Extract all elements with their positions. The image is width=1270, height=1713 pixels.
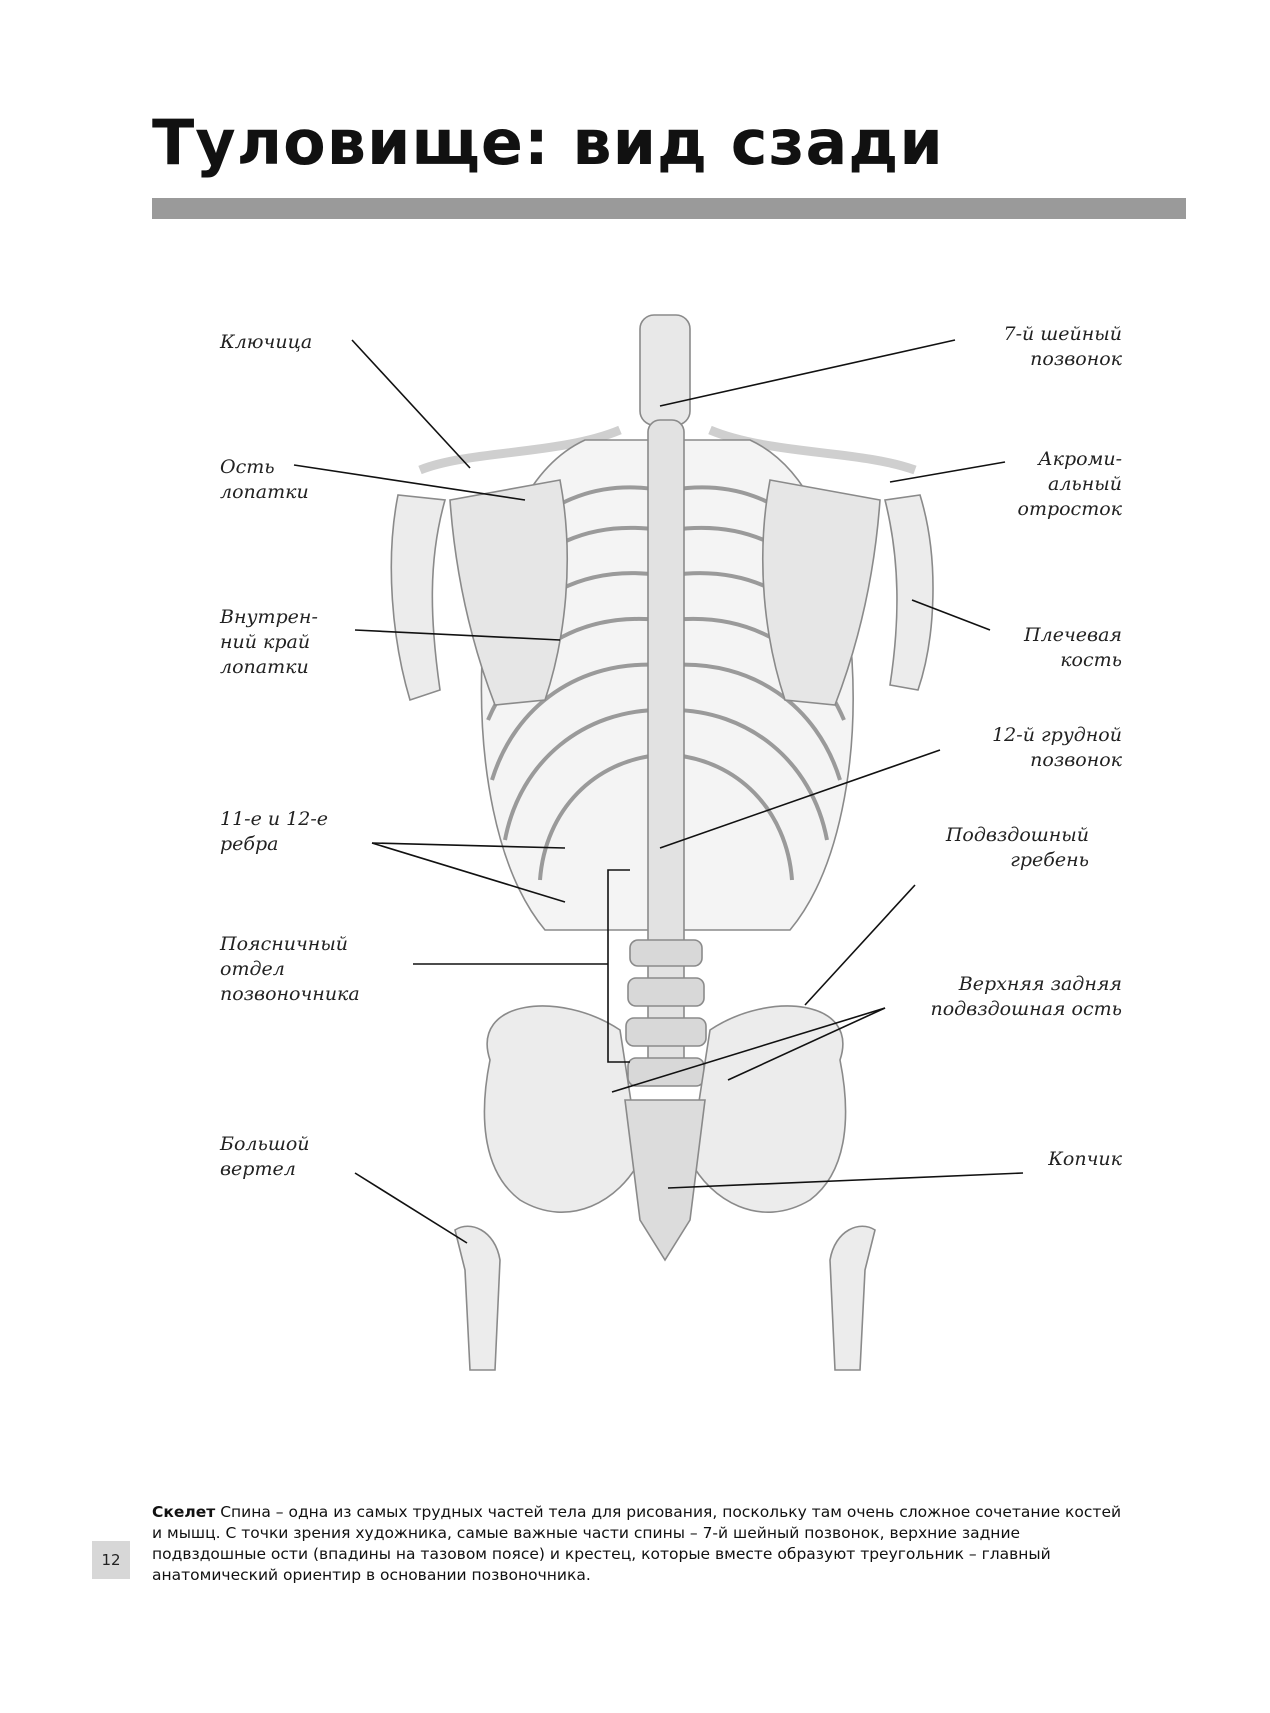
label-psis: Верхняя задняя подвздошная ость (930, 973, 1122, 1020)
label-t12-vertebra: 12-й грудной позвонок (992, 724, 1122, 771)
label-ribs-11-12: 11-е и 12-е ребра (220, 808, 328, 855)
label-c7-vertebra: 7-й шейный позвонок (1003, 323, 1123, 370)
label-coccyx: Копчик (1048, 1148, 1122, 1170)
page-number: 12 (92, 1541, 130, 1579)
label-acromion: Акроми- альный отросток (1017, 448, 1123, 520)
label-lumbar-spine: Поясничный отдел позвоночника (220, 933, 360, 1005)
label-scapula-spine: Ость лопатки (220, 456, 309, 503)
caption-lead: Скелет (152, 1503, 216, 1521)
label-humerus: Плечевая кость (1024, 624, 1122, 671)
label-iliac-crest: Подвздошный гребень (945, 824, 1089, 871)
title-underline-bar (152, 198, 1186, 219)
label-clavicle: Ключица (220, 331, 313, 353)
caption-text: Спина – одна из самых трудных частей тел… (152, 1503, 1122, 1584)
label-scapula-medial-border: Внутрен- ний край лопатки (220, 606, 318, 678)
page-title: Туловище: вид сзади (152, 106, 944, 179)
label-greater-trochanter: Большой вертел (220, 1133, 310, 1180)
figure-caption: Скелет Спина – одна из самых трудных час… (152, 1502, 1132, 1586)
